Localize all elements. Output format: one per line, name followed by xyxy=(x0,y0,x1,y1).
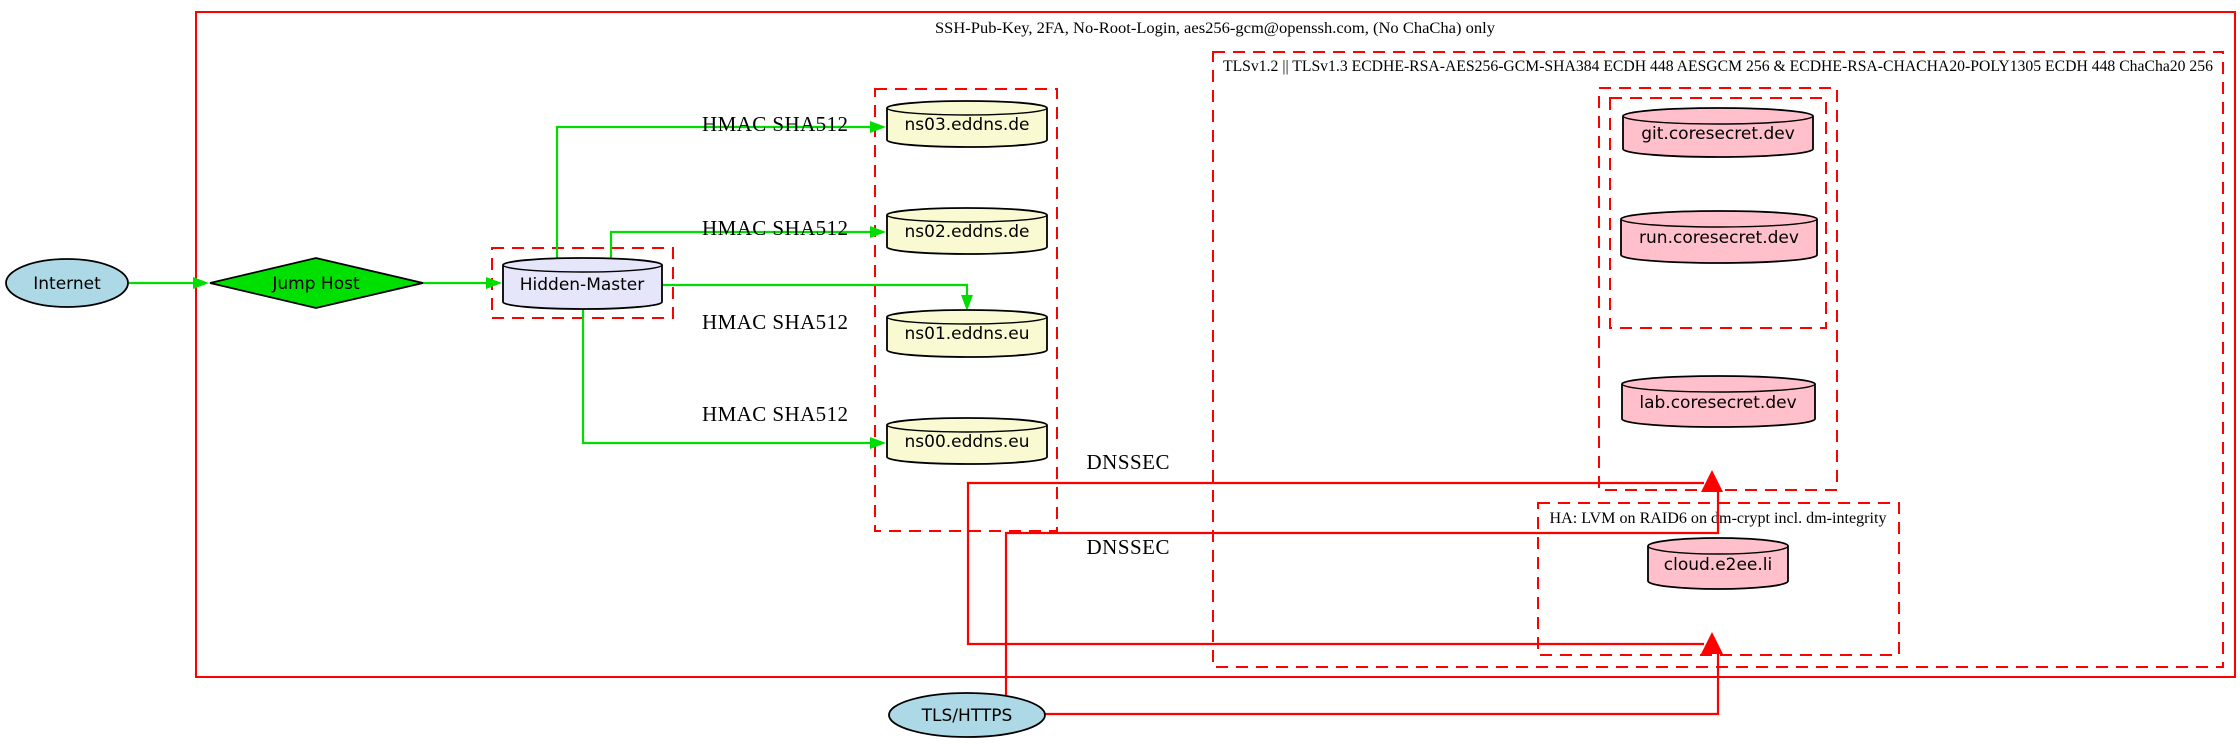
edge-label-hmac-3: HMAC SHA512 xyxy=(702,310,848,334)
arrowhead-jumphost-hiddenmaster xyxy=(486,277,502,289)
tls-https-ellipse xyxy=(888,692,1046,738)
cluster-gitrun-box xyxy=(1609,97,1827,329)
hidden-master-cylinder-rim xyxy=(502,264,663,273)
internet-ellipse xyxy=(5,258,129,308)
cloud-cylinder-rim xyxy=(1647,545,1789,555)
node-jump-host-label: Jump Host xyxy=(271,274,360,294)
node-lab-label: lab.coresecret.dev xyxy=(1639,393,1796,413)
node-git: git.coresecret.dev xyxy=(1622,107,1814,158)
cluster-ssh-label: SSH-Pub-Key, 2FA, No-Root-Login, aes256-… xyxy=(935,20,1495,37)
node-ns01: ns01.eddns.eu xyxy=(886,309,1048,358)
node-internet: Internet xyxy=(5,258,129,308)
edge-label-dnssec-1: DNSSEC xyxy=(1087,450,1170,474)
jump-host-diamond xyxy=(209,257,424,309)
cluster-ssh-box xyxy=(195,11,2236,678)
node-ns01-label: ns01.eddns.eu xyxy=(905,324,1030,344)
cluster-tls-label: TLSv1.2 || TLSv1.3 ECDHE-RSA-AES256-GCM-… xyxy=(1223,58,2213,75)
edge-hiddenmaster-ns00 xyxy=(581,309,871,445)
edge-tlshttps-lab xyxy=(1004,488,1720,696)
edge-label-dnssec-2: DNSSEC xyxy=(1087,535,1170,559)
node-ns03-label: ns03.eddns.de xyxy=(905,115,1030,135)
ns02-cylinder xyxy=(886,207,1048,255)
ns03-cylinder-rim xyxy=(886,107,1048,116)
cluster-dns-box xyxy=(874,88,1058,532)
node-hidden-master: Hidden-Master xyxy=(502,257,663,310)
node-lab: lab.coresecret.dev xyxy=(1621,375,1816,428)
arrowhead-ha-cluster xyxy=(1701,632,1723,654)
ns01-cylinder xyxy=(886,309,1048,358)
edge-hiddenmaster-ns01 xyxy=(662,283,969,296)
node-ns03: ns03.eddns.de xyxy=(886,100,1048,148)
node-run-label: run.coresecret.dev xyxy=(1639,228,1799,248)
git-cylinder xyxy=(1622,107,1814,158)
node-tls-https: TLS/HTTPS xyxy=(888,692,1046,738)
cloud-cylinder xyxy=(1647,537,1789,590)
node-cloud-label: cloud.e2ee.li xyxy=(1664,555,1772,575)
node-git-label: git.coresecret.dev xyxy=(1641,124,1795,144)
node-run: run.coresecret.dev xyxy=(1620,210,1818,264)
run-cylinder-rim xyxy=(1620,218,1818,228)
edge-tlshttps-ha xyxy=(1045,650,1720,716)
node-ns02: ns02.eddns.de xyxy=(886,207,1048,255)
edge-hiddenmaster-ns03 xyxy=(555,125,871,258)
git-cylinder-rim xyxy=(1622,115,1814,125)
ns03-cylinder xyxy=(886,100,1048,148)
lab-cylinder-rim xyxy=(1621,383,1816,393)
ns02-cylinder-rim xyxy=(886,214,1048,223)
node-tls-https-label: TLS/HTTPS xyxy=(921,706,1013,726)
node-jump-host: Jump Host xyxy=(209,257,424,309)
run-cylinder xyxy=(1620,210,1818,264)
lab-cylinder xyxy=(1621,375,1816,428)
ns00-cylinder-rim xyxy=(886,424,1048,433)
edge-label-hmac-4: HMAC SHA512 xyxy=(702,402,848,426)
arrowhead-ns03 xyxy=(870,121,886,133)
node-ns02-label: ns02.eddns.de xyxy=(905,222,1030,242)
edge-dns-dnssec-paths xyxy=(966,481,1704,646)
edge-label-hmac-2: HMAC SHA512 xyxy=(702,216,848,240)
node-ns00-label: ns00.eddns.eu xyxy=(905,432,1030,452)
node-internet-label: Internet xyxy=(33,274,101,294)
arrowhead-lab-cluster xyxy=(1701,470,1723,492)
arrowhead-internet-jumphost xyxy=(193,277,209,289)
node-cloud: cloud.e2ee.li xyxy=(1647,537,1789,590)
arrowhead-ns01 xyxy=(961,295,973,311)
node-ns00: ns00.eddns.eu xyxy=(886,417,1048,465)
ns00-cylinder xyxy=(886,417,1048,465)
arrowhead-ns02 xyxy=(870,226,886,238)
node-hidden-master-label: Hidden-Master xyxy=(520,275,645,295)
edge-hiddenmaster-ns02 xyxy=(609,230,871,258)
arrowhead-ns00 xyxy=(870,437,886,449)
ns01-cylinder-rim xyxy=(886,316,1048,325)
edge-label-hmac-1: HMAC SHA512 xyxy=(702,112,848,136)
